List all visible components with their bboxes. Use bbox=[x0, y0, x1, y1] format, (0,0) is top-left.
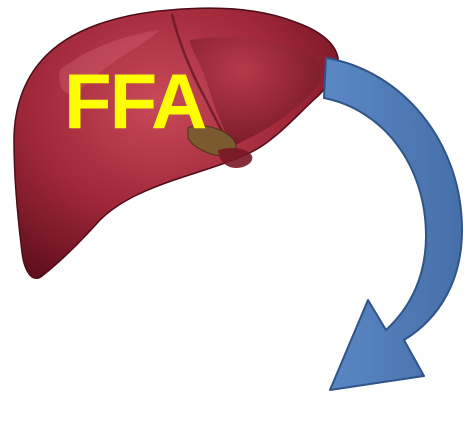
cycle-arrow bbox=[324, 58, 462, 390]
curved-arrow-icon bbox=[324, 58, 462, 390]
ffa-label: FFA bbox=[64, 62, 205, 140]
